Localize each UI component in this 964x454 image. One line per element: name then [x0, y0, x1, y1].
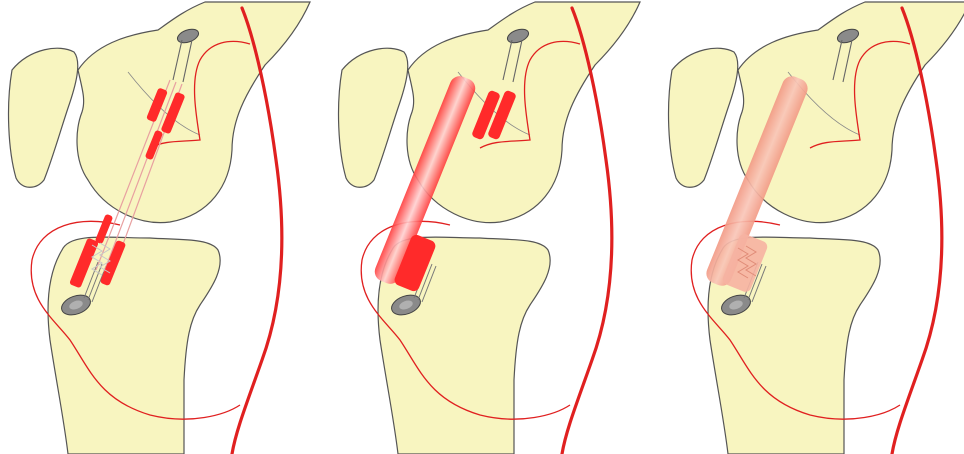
- panel-healing-graft: [339, 2, 640, 454]
- panel-mature-graft: [669, 2, 964, 454]
- panel-fresh-graft: [9, 2, 310, 454]
